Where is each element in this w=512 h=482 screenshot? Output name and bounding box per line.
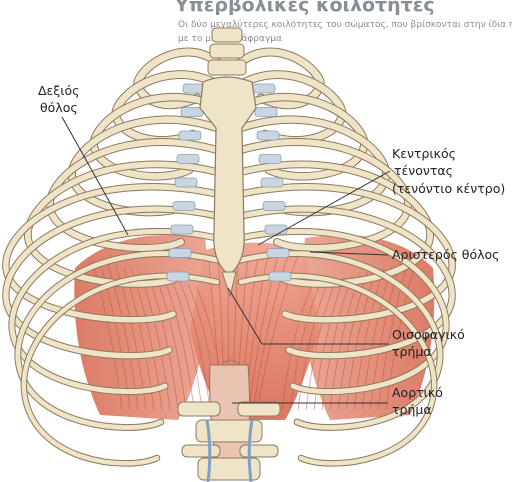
- label-esophageal-1: Οισοφαγικό: [392, 327, 465, 343]
- costal-cartilage: [253, 84, 275, 93]
- costal-cartilage: [259, 155, 281, 164]
- costal-cartilage: [255, 108, 277, 117]
- label-central-tendon-2: τένοντας: [394, 163, 453, 179]
- costal-cartilage: [269, 272, 291, 281]
- costal-cartilage: [177, 155, 199, 164]
- label-left-dome: Αριστερός θόλος: [392, 247, 500, 263]
- costal-cartilage: [267, 249, 289, 258]
- label-right-dome-1: Δεξιός: [38, 83, 80, 99]
- costal-cartilage: [181, 108, 203, 117]
- costal-cartilage: [257, 131, 279, 140]
- costal-cartilage: [175, 178, 197, 187]
- label-aortic-2: τρήμα: [392, 402, 432, 418]
- thoracic-vertebrae-top: [208, 28, 246, 75]
- label-right-dome-2: θόλος: [40, 100, 78, 116]
- label-central-tendon-1: Κεντρικός: [392, 146, 456, 162]
- costal-cartilage: [167, 272, 189, 281]
- costal-cartilage: [261, 178, 283, 187]
- costal-cartilage: [171, 225, 193, 234]
- costal-cartilage: [173, 202, 195, 211]
- costal-cartilage: [265, 225, 287, 234]
- label-esophageal-2: τρήμα: [392, 344, 432, 360]
- costal-cartilage: [169, 249, 191, 258]
- costal-cartilage: [179, 131, 201, 140]
- costal-cartilage: [263, 202, 285, 211]
- label-aortic-1: Αορτικό: [392, 385, 443, 401]
- label-central-tendon-3: (τενόντιο κέντρο): [392, 181, 505, 197]
